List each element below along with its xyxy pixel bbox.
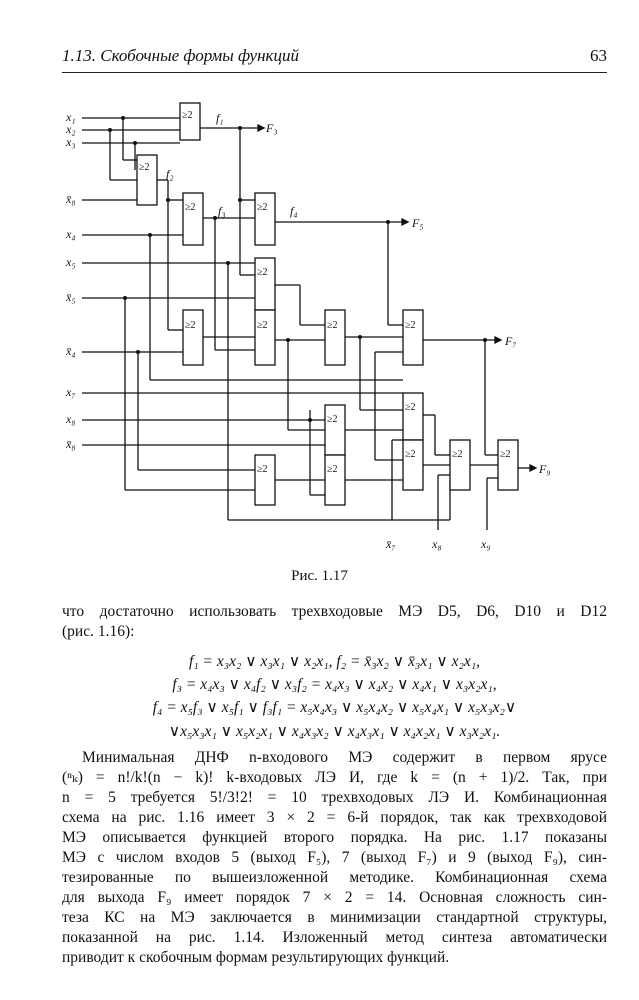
gate-label: ≥2 xyxy=(257,267,268,278)
gate-label: ≥2 xyxy=(500,449,511,460)
gate xyxy=(497,439,519,491)
section-title: 1.13. Скобочные формы функций xyxy=(62,46,299,65)
gate xyxy=(254,257,276,311)
text-line: (рис. 1.16): xyxy=(62,623,135,640)
gate xyxy=(254,192,276,246)
input-label: x₁ xyxy=(65,110,76,124)
input-label: x₄ xyxy=(65,227,76,241)
input-label: x₇ xyxy=(65,385,76,399)
gates xyxy=(136,102,519,506)
input-label: x₈ xyxy=(431,537,442,551)
input-label: x₂ xyxy=(65,122,76,136)
gate-label: ≥2 xyxy=(257,202,268,213)
gate-label: ≥2 xyxy=(327,464,338,475)
formula: f₁ = x₃x₂ ∨ x₃x₁ ∨ x₂x₁, f₂ = x̄₃x₂ ∨ x̄… xyxy=(188,653,481,670)
text-line: (ⁿₖ) = n!/k!(n − k)! k-входовых ЛЭ И, гд… xyxy=(62,769,607,786)
gate-label: ≥2 xyxy=(327,414,338,425)
gate xyxy=(182,192,204,246)
text-line: приводит к скобочным формам результирующ… xyxy=(62,949,450,966)
gate-label: ≥2 xyxy=(257,320,268,331)
gate xyxy=(254,454,276,506)
gate-label: ≥2 xyxy=(327,320,338,331)
formula: f₄ = x₅f₃ ∨ x₅f₁ ∨ f₃f₁ = x₅x₄x₃ ∨ x₅x₄x… xyxy=(152,699,517,716)
gate xyxy=(179,102,201,141)
gate-labels: ≥2 ≥2 ≥2 ≥2 ≥2 ≥2 ≥2 ≥2 ≥2 ≥2 ≥2 ≥2 ≥2 ≥… xyxy=(139,110,511,475)
gate-label: ≥2 xyxy=(405,449,416,460)
text-line: теза КС на МЭ заключается в минимизации … xyxy=(62,909,607,926)
gate xyxy=(182,309,204,366)
input-label: x̄₈ xyxy=(65,192,76,206)
page-number: 63 xyxy=(590,46,607,65)
figure-caption: Рис. 1.17 xyxy=(291,568,348,584)
gate-label: ≥2 xyxy=(405,320,416,331)
gate xyxy=(324,309,346,366)
gate-label: ≥2 xyxy=(182,110,193,121)
running-header: 1.13. Скобочные формы функций 63 xyxy=(62,44,607,73)
text-line: тезированные по вышеизложенной методике.… xyxy=(62,869,607,886)
gate xyxy=(402,309,424,366)
input-label: x̄₄ xyxy=(65,344,76,358)
gate-label: ≥2 xyxy=(185,320,196,331)
gate xyxy=(449,439,471,491)
gate xyxy=(136,154,158,206)
gate-label: ≥2 xyxy=(405,402,416,413)
signal-labels: x₁ x₂ x₃ x̄₈ x₄ x₅ x̄₅ x̄₄ x₇ x₈ x̄₈ x̄₇… xyxy=(65,110,551,551)
formula: ∨x₅x₃x₁ ∨ x₅x₂x₁ ∨ x₄x₃x₂ ∨ x₄x₃x₁ ∨ x₄x… xyxy=(168,723,501,740)
input-label: x₅ xyxy=(65,255,76,269)
text-line: схема на рис. 1.16 имеет 3 × 2 = 6-й пор… xyxy=(62,809,607,826)
input-label: x̄₅ xyxy=(65,290,76,304)
gate xyxy=(402,392,424,441)
input-label: x₈ xyxy=(65,412,76,426)
junction-dots xyxy=(108,116,487,422)
input-label: x̄₈ xyxy=(65,437,76,451)
gate xyxy=(324,454,346,506)
output-label: F₇ xyxy=(504,334,517,348)
input-label: x₉ xyxy=(480,537,491,551)
signal-label: f₂ xyxy=(166,167,174,181)
text-line: показанной на рис. 1.14. Изложенный мето… xyxy=(62,929,607,946)
signal-label: f₁ xyxy=(216,111,224,125)
output-label: F₃ xyxy=(265,121,278,135)
text-line: что достаточно использовать трехвходовые… xyxy=(62,603,607,620)
text-line: Минимальная ДНФ n-входового МЭ содержит … xyxy=(82,749,607,766)
gate xyxy=(402,439,424,491)
output-label: F₅ xyxy=(411,216,424,230)
gate xyxy=(254,309,276,366)
text-line: n = 5 требуется 5!/3!2! = 10 трехвходовы… xyxy=(62,789,607,806)
signal-label: f₄ xyxy=(290,204,298,218)
gate-label: ≥2 xyxy=(185,202,196,213)
input-label: x̄₇ xyxy=(385,537,396,551)
gate-label: ≥2 xyxy=(257,464,268,475)
text-line: для выхода F₉ имеет порядок 7 × 2 = 14. … xyxy=(62,889,607,906)
formula: f₃ = x₄x₃ ∨ x₄f₂ ∨ x₃f₂ = x₄x₃ ∨ x₄x₂ ∨ … xyxy=(172,676,497,693)
gate-label: ≥2 xyxy=(139,162,150,173)
text-line: МЭ описывается функцией второго порядка.… xyxy=(62,829,607,846)
gate-label: ≥2 xyxy=(452,449,463,460)
signal-label: f₃ xyxy=(218,204,226,218)
output-label: F₉ xyxy=(538,462,551,476)
text-line: МЭ с числом входов 5 (выход F₅), 7 (выхо… xyxy=(62,849,607,866)
input-label: x₃ xyxy=(65,135,76,149)
input-wires xyxy=(82,117,538,530)
gate xyxy=(324,404,346,456)
circuit-diagram: ≥2 ≥2 ≥2 ≥2 ≥2 ≥2 ≥2 ≥2 ≥2 ≥2 ≥2 ≥2 ≥2 ≥… xyxy=(65,102,551,551)
